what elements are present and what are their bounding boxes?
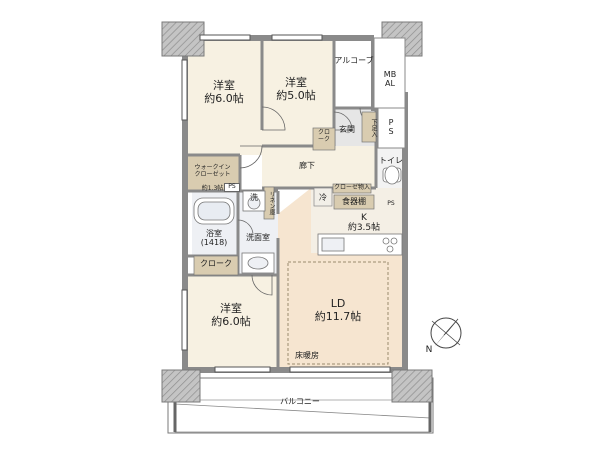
room-size: 約6.0帖	[204, 91, 244, 105]
room-size: 約5.0帖	[276, 88, 316, 102]
fixtures	[193, 165, 403, 274]
ps-label-bath: PS	[224, 183, 240, 192]
floor-heating-label: 床暖房	[295, 351, 319, 360]
fridge-label: 冷	[319, 193, 327, 202]
linen-label: リネン庫	[268, 191, 275, 215]
closet-size: 約1.3帖	[201, 184, 224, 192]
closet-label-toilet: クローゼ物入	[333, 184, 370, 191]
balcony	[167, 377, 434, 434]
closet-label-bedroom2: クロ ーク	[317, 129, 330, 143]
room-label-entrance: 玄関	[339, 125, 355, 134]
compass-north-label: N	[425, 345, 433, 355]
room-label-alcove: アルコーブ	[334, 56, 374, 65]
room-label-western-1: 洋室 約6.0帖	[200, 79, 248, 105]
room-label-toilet: トイレ	[379, 156, 403, 165]
room-floors	[185, 38, 405, 370]
floor-heating-zone	[287, 261, 389, 365]
windows	[181, 34, 391, 373]
ps-label-kitchen: PS	[387, 200, 395, 207]
room-label-balcony: バルコニー	[280, 397, 320, 406]
closet-name: ウォークイン クローゼット	[194, 163, 231, 178]
pillars	[161, 21, 433, 403]
room-name: 洋室	[213, 79, 235, 92]
room-name: 洋室	[285, 76, 307, 89]
room-size: (1418)	[200, 238, 228, 248]
room-label-western-2: 洋室 約5.0帖	[270, 76, 322, 102]
shoe-box-label: 下足入	[370, 119, 377, 137]
mb-al-label: MB AL	[383, 70, 397, 89]
room-label-bathroom: 浴室 (1418)	[196, 229, 232, 247]
room-size: 約11.7帖	[314, 309, 362, 323]
compass-rose	[430, 317, 462, 349]
room-label-western-3: 洋室 約6.0帖	[205, 302, 257, 328]
walk-in-closet-label: ウォークイン クローゼット 約1.3帖	[186, 158, 239, 199]
ps-label-top: P S	[388, 118, 394, 137]
cupboard-label: 食器棚	[342, 197, 366, 206]
room-label-kitchen: K 約3.5帖	[340, 213, 388, 234]
room-label-washroom: 洗面室	[246, 233, 270, 242]
closet-label-bath: クローク	[200, 259, 232, 268]
room-name: LD	[330, 297, 346, 310]
room-size: 約6.0帖	[211, 314, 251, 328]
room-name: 浴室	[206, 229, 222, 238]
washer-label: 洗	[250, 193, 258, 202]
room-label-corridor: 廊下	[299, 161, 315, 170]
room-name: 洋室	[220, 302, 242, 315]
room-label-ld: LD 約11.7帖	[308, 297, 368, 323]
room-name: K	[361, 213, 367, 223]
room-size: 約3.5帖	[347, 223, 381, 234]
